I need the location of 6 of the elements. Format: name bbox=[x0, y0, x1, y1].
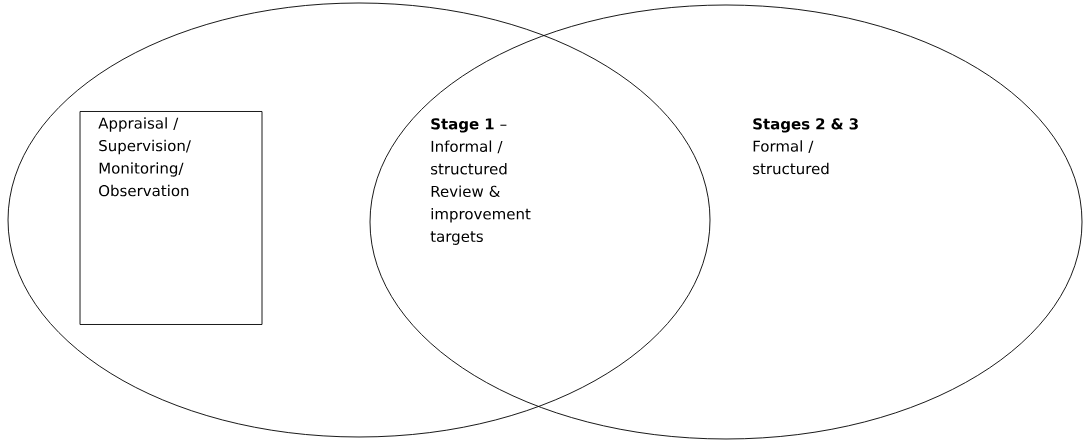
ellipse bbox=[369, 4, 1083, 440]
ellipse bbox=[7, 2, 711, 438]
heading: Stages 2 & 3 bbox=[753, 118, 858, 133]
text-box: Appraisal / Supervision/ Monitoring/ Observation bbox=[79, 111, 263, 325]
text: Formal / structured bbox=[753, 140, 829, 175]
label: Stage 1 – Informal / structured Review & improvement targets bbox=[430, 118, 531, 245]
